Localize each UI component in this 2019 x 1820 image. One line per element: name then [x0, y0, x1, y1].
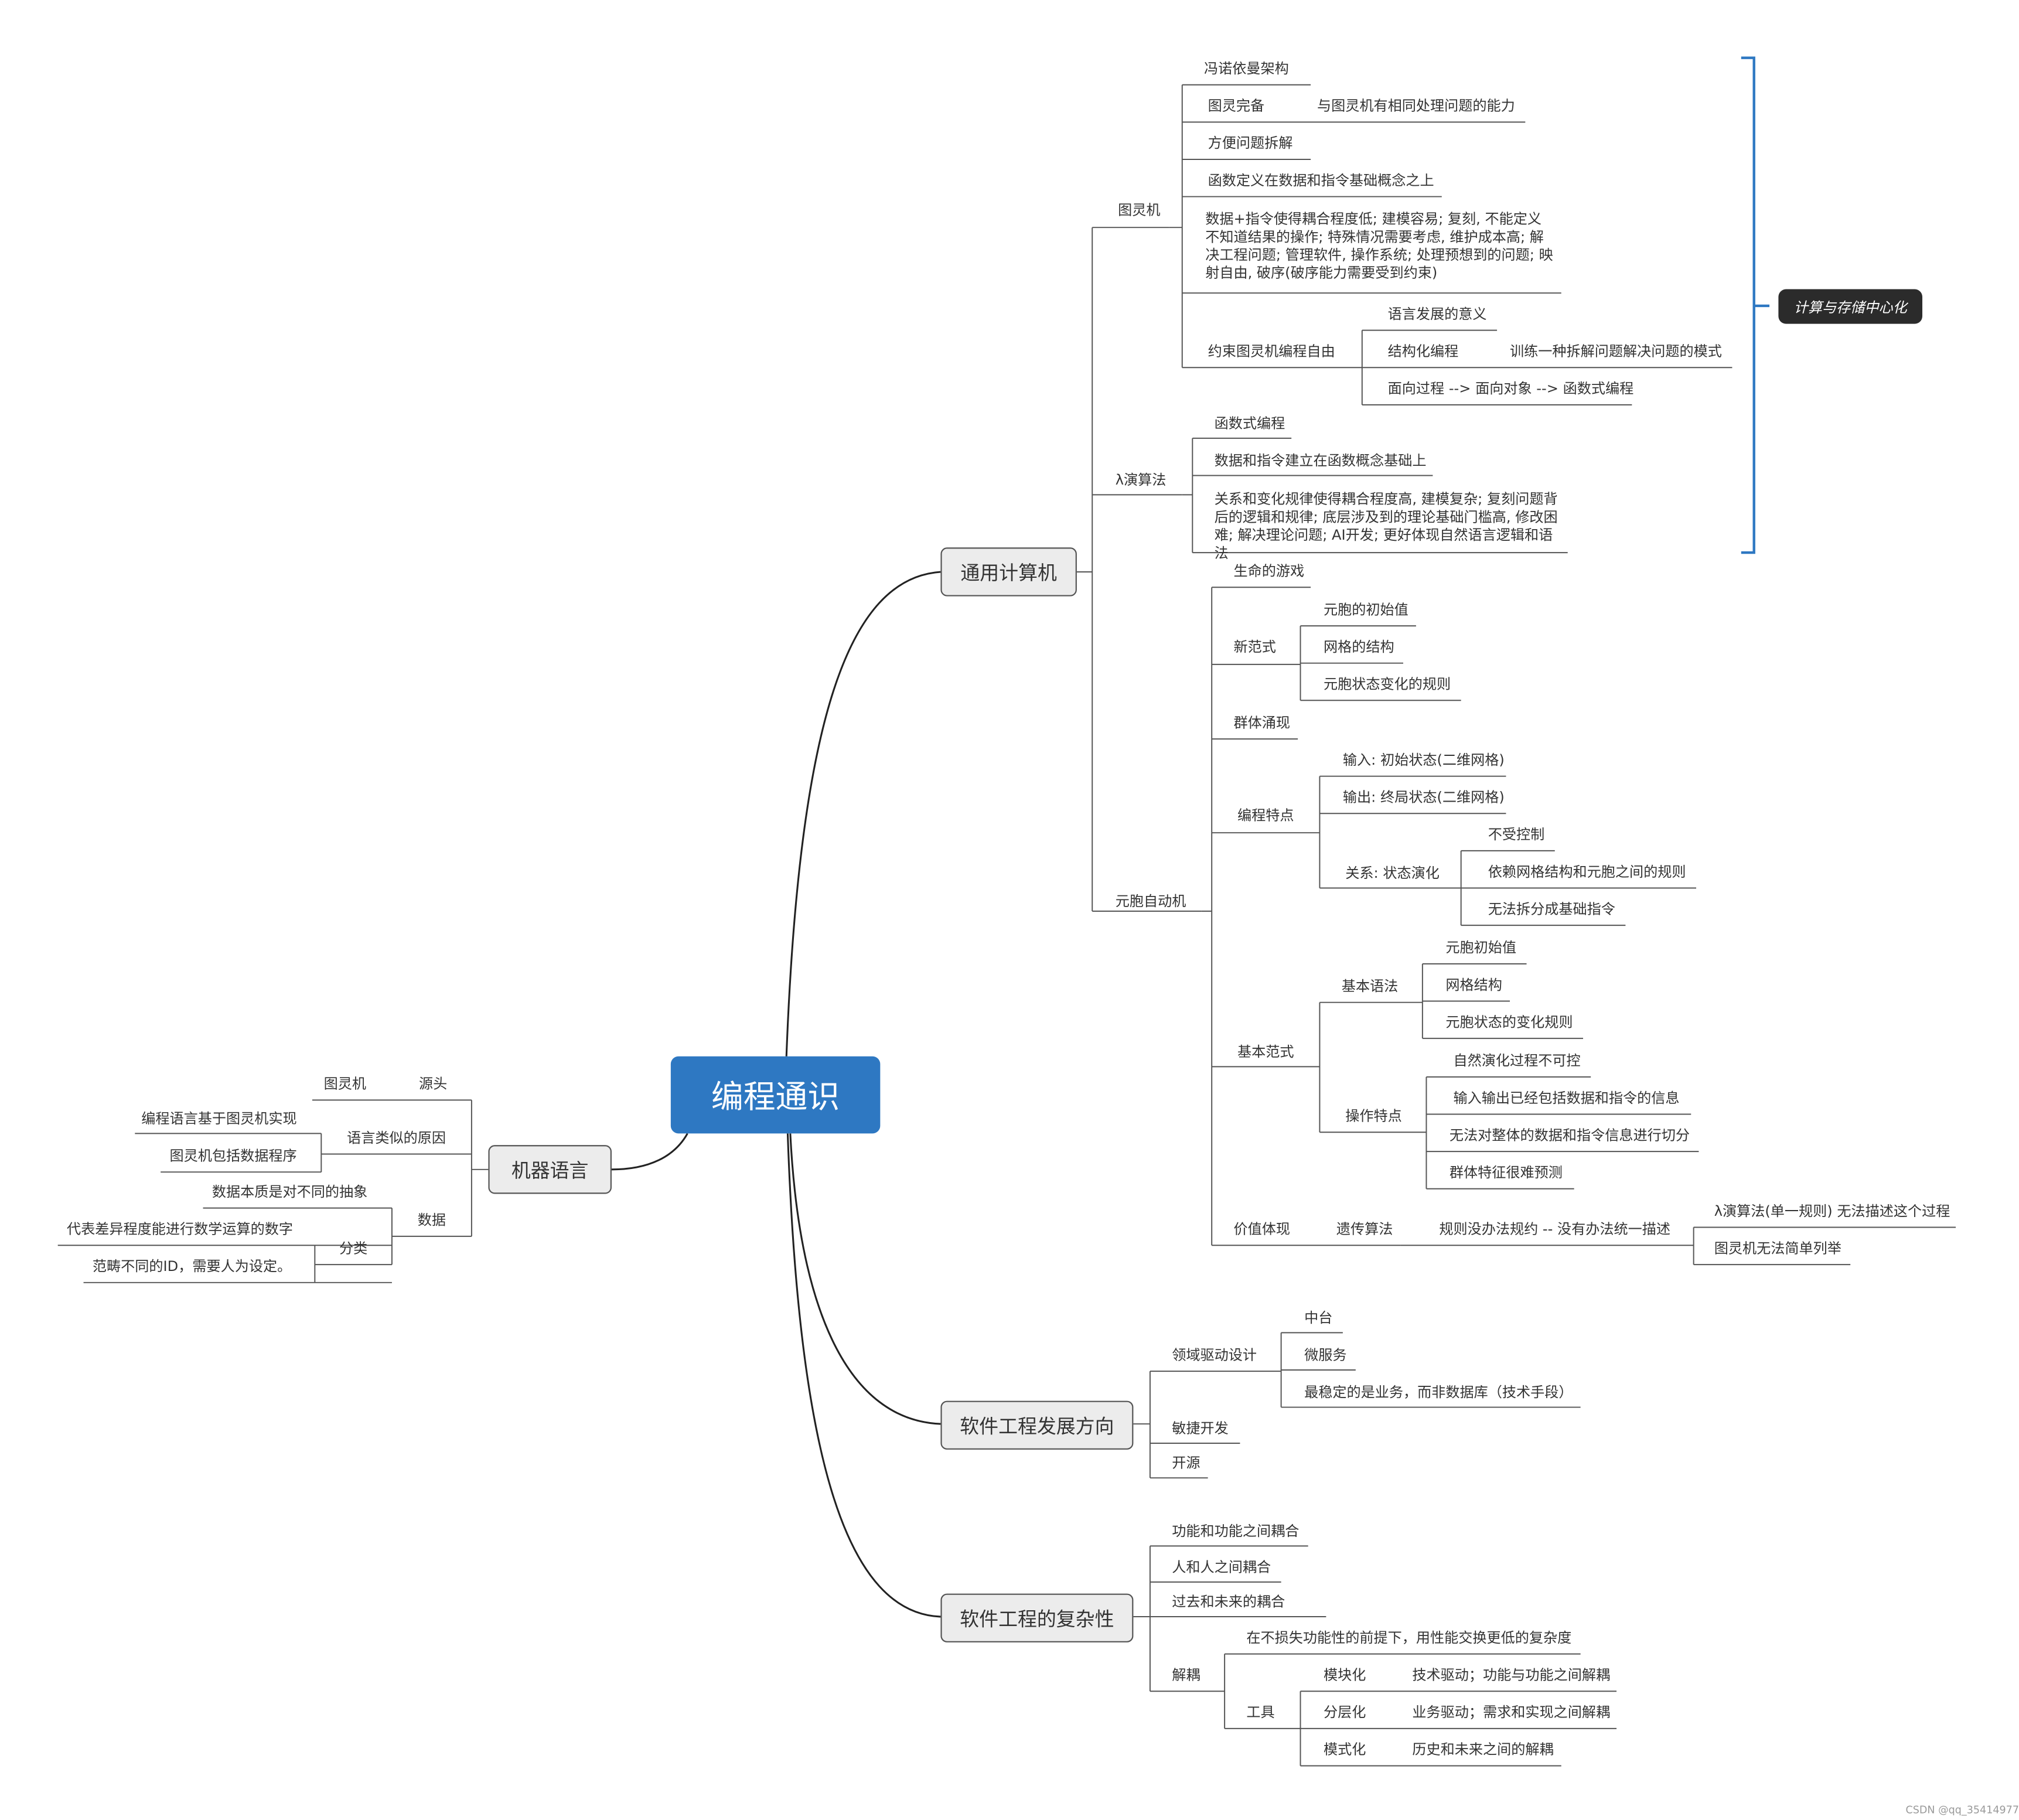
- topic-pattern-desc[interactable]: 历史和未来之间的解耦: [1412, 1741, 1554, 1758]
- branch-se-complexity[interactable]: 软件工程的复杂性: [940, 1593, 1134, 1642]
- topic-value[interactable]: 价值体现: [1233, 1221, 1290, 1238]
- topic-tools[interactable]: 工具: [1246, 1704, 1275, 1721]
- topic-similar-reason[interactable]: 语言类似的原因: [347, 1129, 446, 1147]
- topic-basic-paradigm[interactable]: 基本范式: [1237, 1043, 1294, 1061]
- topic-basic-syntax[interactable]: 基本语法: [1341, 978, 1399, 995]
- topic-structured-programming[interactable]: 结构化编程: [1387, 343, 1459, 360]
- topic-np-grid[interactable]: 网格的结构: [1323, 639, 1394, 656]
- topic-rel-uncontrolled[interactable]: 不受控制: [1488, 826, 1545, 843]
- topic-decouple[interactable]: 解耦: [1172, 1666, 1201, 1684]
- topic-coupling-low[interactable]: 数据+指令使得耦合程度低; 建模容易; 复刻, 不能定义不知道结果的操作; 特殊…: [1205, 210, 1553, 282]
- branch-machine-language[interactable]: 机器语言: [488, 1145, 612, 1194]
- topic-structured-desc[interactable]: 训练一种拆解问题解决问题的模式: [1510, 343, 1722, 360]
- topic-programming-features[interactable]: 编程特点: [1237, 807, 1294, 824]
- topic-operation-features[interactable]: 操作特点: [1345, 1107, 1402, 1125]
- topic-coupling-high[interactable]: 关系和变化规律使得耦合程度高, 建模复杂; 复刻问题背后的逻辑和规律; 底层涉及…: [1214, 490, 1558, 562]
- topic-coupling-people[interactable]: 人和人之间耦合: [1172, 1559, 1271, 1576]
- topic-category[interactable]: 分类: [339, 1240, 368, 1257]
- topic-input[interactable]: 输入: 初始状态(二维网格): [1342, 752, 1505, 769]
- topic-turing-complete[interactable]: 图灵完备: [1208, 97, 1265, 115]
- topic-rel-depends[interactable]: 依赖网格结构和元胞之间的规则: [1488, 863, 1686, 881]
- topic-cat-numeric[interactable]: 代表差异程度能进行数学运算的数字: [67, 1221, 294, 1238]
- topic-game-of-life[interactable]: 生命的游戏: [1233, 563, 1305, 580]
- topic-relation[interactable]: 关系: 状态演化: [1345, 865, 1440, 882]
- topic-emergence[interactable]: 群体涌现: [1233, 714, 1290, 731]
- topic-source[interactable]: 源头: [418, 1075, 448, 1093]
- topic-pattern[interactable]: 模式化: [1323, 1741, 1366, 1758]
- topic-layered-desc[interactable]: 业务驱动；需求和实现之间解耦: [1412, 1704, 1611, 1721]
- topic-source-turing[interactable]: 图灵机: [323, 1075, 367, 1093]
- topic-np-rules[interactable]: 元胞状态变化的规则: [1323, 676, 1451, 693]
- topic-von-neumann[interactable]: 冯诺依曼架构: [1204, 60, 1289, 77]
- topic-constrain-freedom[interactable]: 约束图灵机编程自由: [1208, 343, 1335, 360]
- root-node[interactable]: 编程通识: [670, 1056, 881, 1134]
- topic-ddd-microservices[interactable]: 微服务: [1304, 1347, 1347, 1364]
- topic-functional-programming[interactable]: 函数式编程: [1214, 415, 1285, 432]
- topic-language-meaning[interactable]: 语言发展的意义: [1387, 305, 1487, 323]
- topic-syntax-initial[interactable]: 元胞初始值: [1445, 939, 1516, 956]
- branch-general-computer[interactable]: 通用计算机: [940, 547, 1077, 597]
- topic-open-source[interactable]: 开源: [1172, 1454, 1201, 1472]
- topic-reason-data-program[interactable]: 图灵机包括数据程序: [169, 1147, 297, 1165]
- topic-cellular-automata[interactable]: 元胞自动机: [1115, 893, 1186, 910]
- topic-op-no-split[interactable]: 无法对整体的数据和指令信息进行切分: [1449, 1127, 1690, 1144]
- topic-np-initial[interactable]: 元胞的初始值: [1323, 601, 1408, 618]
- topic-irreducible-rules[interactable]: 规则没办法规约 -- 没有办法统一描述: [1439, 1221, 1671, 1238]
- topic-modular-desc[interactable]: 技术驱动；功能与功能之间解耦: [1412, 1666, 1611, 1684]
- topic-data[interactable]: 数据: [417, 1212, 446, 1229]
- topic-ddd-platform[interactable]: 中台: [1304, 1309, 1333, 1327]
- topic-modular[interactable]: 模块化: [1323, 1666, 1366, 1684]
- topic-genetic-algorithm[interactable]: 遗传算法: [1336, 1221, 1393, 1238]
- watermark: CSDN @qq_35414977: [1905, 1804, 2019, 1816]
- topic-data-abstract[interactable]: 数据本质是对不同的抽象: [212, 1183, 368, 1201]
- topic-coupling-time[interactable]: 过去和未来的耦合: [1172, 1593, 1285, 1611]
- topic-reason-based[interactable]: 编程语言基于图灵机实现: [141, 1110, 297, 1127]
- topic-paradigm-evolution[interactable]: 面向过程 --> 面向对象 --> 函数式编程: [1387, 380, 1634, 397]
- topic-decompose[interactable]: 方便问题拆解: [1208, 135, 1293, 152]
- topic-op-uncontrollable[interactable]: 自然演化过程不可控: [1453, 1052, 1581, 1069]
- topic-cat-id[interactable]: 范畴不同的ID，需要人为设定。: [92, 1258, 292, 1275]
- topic-output[interactable]: 输出: 终局状态(二维网格): [1342, 789, 1505, 806]
- topic-op-unpredictable[interactable]: 群体特征很难预测: [1449, 1164, 1563, 1181]
- topic-turing-complete-desc[interactable]: 与图灵机有相同处理问题的能力: [1317, 97, 1515, 115]
- topic-coupling-function[interactable]: 功能和功能之间耦合: [1172, 1522, 1300, 1540]
- topic-rel-indivisible[interactable]: 无法拆分成基础指令: [1488, 901, 1615, 918]
- topic-op-io-info[interactable]: 输入输出已经包括数据和指令的信息: [1453, 1089, 1680, 1107]
- topic-agile[interactable]: 敏捷开发: [1172, 1420, 1229, 1437]
- topic-turing-machine[interactable]: 图灵机: [1118, 202, 1161, 219]
- topic-ddd[interactable]: 领域驱动设计: [1172, 1347, 1257, 1364]
- topic-turing-fail[interactable]: 图灵机无法简单列举: [1714, 1240, 1841, 1257]
- topic-lambda-calculus[interactable]: λ演算法: [1115, 471, 1167, 489]
- topic-lambda-fail[interactable]: λ演算法(单一规则) 无法描述这个过程: [1714, 1202, 1950, 1220]
- topic-syntax-rules[interactable]: 元胞状态的变化规则: [1445, 1014, 1573, 1031]
- topic-function-based[interactable]: 数据和指令建立在函数概念基础上: [1214, 452, 1427, 469]
- topic-ddd-business[interactable]: 最稳定的是业务，而非数据库（技术手段）: [1304, 1384, 1573, 1401]
- topic-tradeoff[interactable]: 在不损失功能性的前提下，用性能交换更低的复杂度: [1246, 1629, 1572, 1647]
- topic-new-paradigm[interactable]: 新范式: [1233, 639, 1276, 656]
- topic-syntax-grid[interactable]: 网格结构: [1445, 976, 1502, 994]
- branch-se-direction[interactable]: 软件工程发展方向: [940, 1400, 1134, 1450]
- topic-function-definition[interactable]: 函数定义在数据和指令基础概念之上: [1208, 172, 1434, 189]
- callout-centralization[interactable]: 计算与存储中心化: [1778, 289, 1923, 324]
- topic-layered[interactable]: 分层化: [1323, 1704, 1366, 1721]
